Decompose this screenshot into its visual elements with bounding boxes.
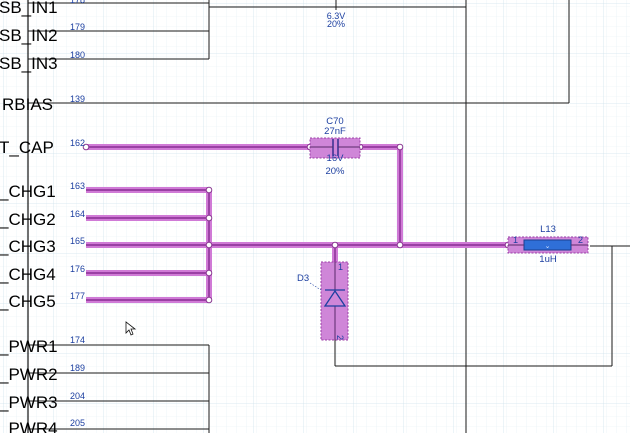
l13-arrow-icon: ⌄ xyxy=(545,243,551,250)
pin-labels: SB_IN1 178 SB_IN2 179 SB_IN3 180 RBIAS 1… xyxy=(0,0,85,433)
d3-pin1: 1 xyxy=(338,262,343,272)
pin-label-chg2: _CHG2 xyxy=(0,210,56,229)
pin-label-usb-in2: SB_IN2 xyxy=(0,26,58,45)
pin-label-chg4: _CHG4 xyxy=(0,265,56,284)
pin-label-pwr2: _PWR2 xyxy=(0,365,58,384)
junction xyxy=(396,241,404,249)
pin-number-pwr4: 205 xyxy=(70,418,85,428)
pin-label-usb-in3: SB_IN3 xyxy=(0,54,58,73)
pin-label-usb-in1: SB_IN1 xyxy=(0,0,58,17)
l13-value: 1uH xyxy=(539,254,557,265)
top-cap-voltage: 6.3V xyxy=(327,11,346,21)
pin-number-chg4: 176 xyxy=(70,264,85,274)
pin-number-chg3: 165 xyxy=(70,236,85,246)
pin-number-chg1: 163 xyxy=(70,181,85,191)
d3-ref: D3 xyxy=(297,273,309,284)
pin-number-chg2: 164 xyxy=(70,209,85,219)
pin-label-chg5: _CHG5 xyxy=(0,292,56,311)
capacitor-c70[interactable]: C70 27nF 16V 20% xyxy=(309,116,361,177)
l13-pin1: 1 xyxy=(513,235,518,245)
junction xyxy=(396,143,404,151)
wires xyxy=(28,0,630,433)
pin-number-pwr2: 189 xyxy=(70,363,85,373)
c70-voltage: 16V xyxy=(327,153,345,164)
pin-label-cap: T_CAP xyxy=(0,138,54,157)
d3-ref-leader xyxy=(309,282,322,291)
d3-pin2: 2 xyxy=(335,335,345,340)
pin-number-pwr3: 204 xyxy=(70,391,85,401)
pin-label-pwr1: _PWR1 xyxy=(0,337,58,356)
pin-label-rbias: RBIAS xyxy=(2,95,53,114)
junction xyxy=(331,241,339,249)
junction xyxy=(205,296,213,304)
junction xyxy=(82,143,90,151)
pin-label-chg3: _CHG3 xyxy=(0,237,56,256)
pin-number-usb-in3: 180 xyxy=(70,50,85,60)
junction xyxy=(205,269,213,277)
pin-number-cap: 162 xyxy=(70,138,85,148)
junction xyxy=(205,241,213,249)
pin-number-usb-in2: 179 xyxy=(70,22,85,32)
pin-label-pwr3: _PWR3 xyxy=(0,393,58,412)
l13-pin2: 2 xyxy=(578,235,583,245)
d3-anode-triangle xyxy=(323,289,347,307)
inductor-l13[interactable]: ⌄ L13 1uH 1 2 xyxy=(507,224,589,265)
highlighted-net[interactable] xyxy=(86,144,508,303)
diode-d3[interactable]: D3 1 2 xyxy=(297,261,349,341)
pin-label-pwr4: _PWR4 xyxy=(0,419,58,433)
pin-number-rbias: 139 xyxy=(70,94,85,104)
c70-highlight xyxy=(309,137,361,159)
mouse-pointer-icon xyxy=(125,321,137,336)
pin-number-usb-in1: 178 xyxy=(70,0,85,5)
junction xyxy=(205,214,213,222)
pin-number-chg5: 177 xyxy=(70,291,85,301)
top-cap-tolerance: 20% xyxy=(327,19,345,29)
c70-ref: C70 xyxy=(326,116,343,127)
l13-ref: L13 xyxy=(540,224,556,235)
c70-value: 27nF xyxy=(324,126,346,137)
top-capacitor[interactable]: 6.3V 20% xyxy=(327,11,346,29)
c70-tolerance: 20% xyxy=(325,166,345,177)
junction xyxy=(205,186,213,194)
pin-label-chg1: _CHG1 xyxy=(0,182,56,201)
pin-number-pwr1: 174 xyxy=(70,335,85,345)
